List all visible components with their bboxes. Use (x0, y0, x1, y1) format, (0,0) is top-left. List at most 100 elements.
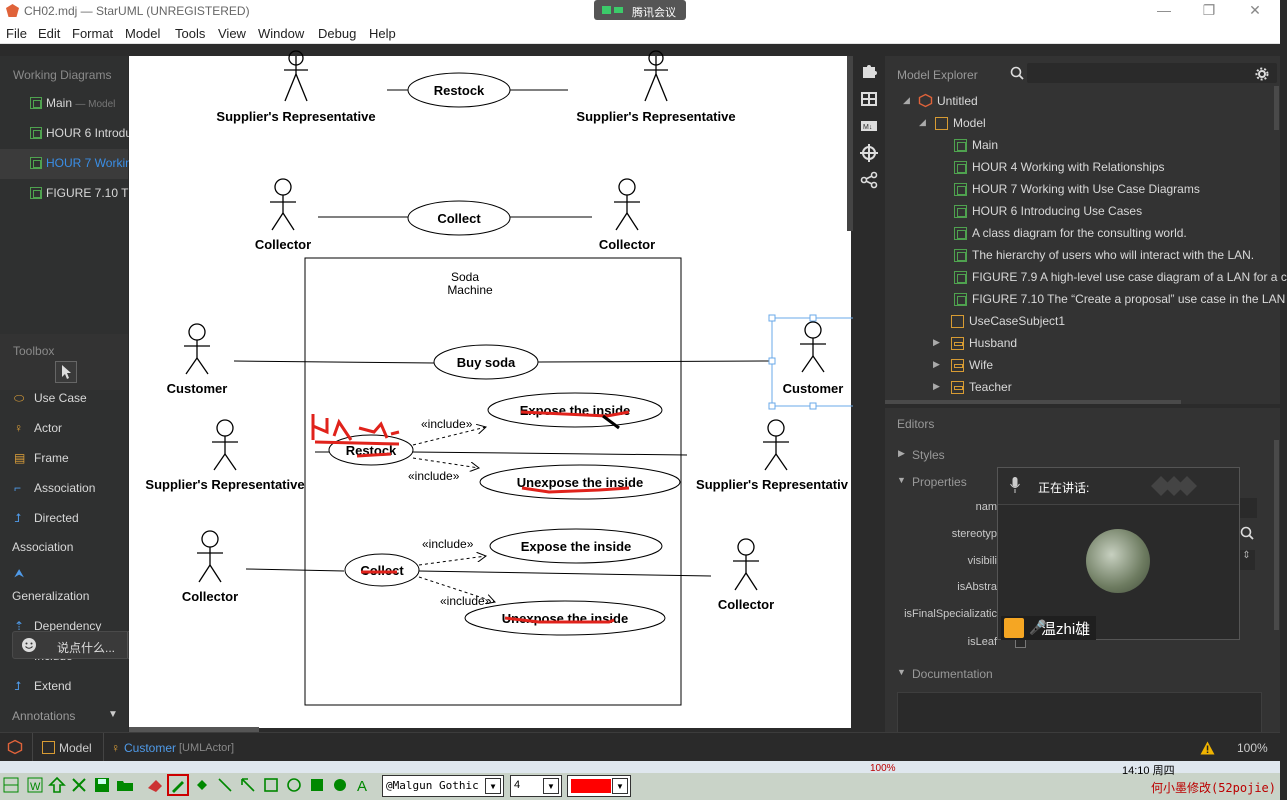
word-icon[interactable]: W (26, 776, 44, 794)
save-icon[interactable] (93, 776, 111, 794)
menu-window[interactable]: Window (258, 26, 305, 41)
fill-icon[interactable] (193, 776, 211, 794)
grid-icon[interactable] (2, 776, 20, 794)
tree-item-diagram[interactable]: The hierarchy of users who will interact… (954, 248, 1254, 262)
documentation-section[interactable]: Documentation (912, 667, 993, 681)
chevron-right-icon[interactable]: ▶ (933, 359, 940, 369)
visibility-select-arrow[interactable]: ⇕ (1238, 550, 1255, 570)
chevron-right-icon[interactable]: ▶ (898, 448, 905, 458)
tree-item-class[interactable]: ▶Teacher (933, 380, 1012, 394)
menu-format[interactable]: Format (72, 26, 114, 41)
working-diagram-item[interactable]: HOUR 6 Introdu (0, 119, 132, 149)
meeting-overlay[interactable]: 正在讲话: 🎤 温zhi雄 (997, 467, 1240, 640)
working-diagram-item[interactable]: Main — Model (0, 89, 128, 119)
share-icon[interactable] (860, 171, 878, 189)
meeting-badge[interactable]: 腾讯会议 (594, 0, 686, 20)
working-diagram-item-active[interactable]: HOUR 7 Workin (0, 149, 132, 179)
text-tool-icon[interactable]: A (354, 776, 372, 795)
arrow-up-icon[interactable] (48, 776, 66, 794)
menu-debug[interactable]: Debug (318, 26, 357, 41)
rectangle-tool-icon[interactable] (262, 776, 280, 794)
chevron-down-icon[interactable]: ▼ (897, 667, 906, 677)
actor-figure-selected[interactable] (800, 321, 826, 373)
status-model[interactable]: Model (59, 741, 92, 755)
properties-section[interactable]: Properties (912, 475, 967, 489)
line-tool-icon[interactable] (216, 776, 234, 794)
pen-icon[interactable] (167, 774, 189, 796)
actor-figure[interactable] (614, 178, 640, 231)
chevron-down-icon[interactable]: ▼ (543, 778, 559, 794)
usecase-ellipse[interactable] (407, 200, 511, 236)
tree-item-diagram[interactable]: FIGURE 7.9 A high-level use case diagram… (954, 270, 1287, 284)
chevron-down-icon[interactable]: ◢ (919, 117, 926, 127)
puzzle-icon[interactable] (860, 62, 878, 80)
markdown-icon[interactable]: M↓ (860, 117, 878, 135)
chevron-down-icon[interactable]: ▼ (612, 778, 628, 794)
actor-figure[interactable] (197, 530, 223, 583)
menu-tools[interactable]: Tools (175, 26, 206, 41)
color-select[interactable]: ▼ (567, 775, 631, 797)
eraser-icon[interactable] (146, 776, 164, 794)
close-button[interactable]: ✕ (1249, 2, 1261, 18)
tree-item-diagram[interactable]: HOUR 7 Working with Use Case Diagrams (954, 182, 1200, 196)
actor-figure[interactable] (284, 50, 308, 102)
explorer-horizontal-scrollbar[interactable] (885, 400, 1181, 404)
tree-item-model[interactable]: ◢ Model (919, 116, 986, 130)
gear-icon[interactable] (1255, 67, 1269, 81)
menu-help[interactable]: Help (369, 26, 396, 41)
usecase-ellipse[interactable] (487, 392, 663, 428)
navigate-icon[interactable] (860, 144, 878, 162)
font-select[interactable]: @Malgun Gothic▼ (382, 775, 504, 797)
tree-item-diagram[interactable]: A class diagram for the consulting world… (954, 226, 1187, 240)
documentation-textarea[interactable] (897, 692, 1262, 734)
pointer-tool-icon[interactable] (55, 361, 77, 383)
chevron-down-icon[interactable]: ▼ (485, 778, 501, 794)
tree-item-diagram[interactable]: HOUR 4 Working with Relationships (954, 160, 1165, 174)
tree-item-diagram[interactable]: HOUR 6 Introducing Use Cases (954, 204, 1142, 218)
canvas-vertical-scrollbar[interactable] (847, 56, 853, 231)
menu-model[interactable]: Model (125, 26, 161, 41)
chevron-right-icon[interactable]: ▶ (933, 381, 940, 391)
system-boundary[interactable] (304, 257, 682, 706)
actor-figure[interactable] (644, 50, 668, 102)
actor-figure[interactable] (184, 323, 210, 375)
status-selected[interactable]: Customer (124, 741, 177, 755)
actor-figure[interactable] (763, 419, 789, 471)
chevron-right-icon[interactable]: ▶ (933, 337, 940, 347)
tree-item-class[interactable]: ▶Wife (933, 358, 993, 372)
explorer-search-input[interactable] (1027, 63, 1277, 83)
tree-item-project[interactable]: ◢ Untitled (903, 93, 978, 108)
ellipse-tool-icon[interactable] (285, 776, 303, 794)
close-icon[interactable] (70, 776, 88, 794)
chat-input[interactable]: 说点什么... ‹ (12, 631, 152, 659)
search-icon[interactable] (1010, 66, 1024, 80)
restore-button[interactable]: ❐ (1202, 2, 1216, 18)
explorer-vertical-scrollbar[interactable] (1274, 86, 1279, 130)
actor-figure[interactable] (733, 538, 759, 591)
menu-view[interactable]: View (218, 26, 246, 41)
tree-item-class[interactable]: ▶Husband (933, 336, 1018, 350)
editors-scrollbar[interactable] (1274, 440, 1279, 630)
usecase-ellipse[interactable] (344, 553, 420, 587)
search-icon[interactable] (1240, 526, 1254, 540)
chevron-down-icon[interactable]: ◢ (903, 95, 910, 105)
menu-edit[interactable]: Edit (38, 26, 61, 41)
folder-icon[interactable] (116, 776, 134, 794)
actor-figure[interactable] (212, 419, 238, 471)
working-diagram-item[interactable]: FIGURE 7.10 Th (0, 179, 135, 209)
layout-icon[interactable] (860, 90, 878, 108)
canvas-horizontal-scrollbar[interactable] (129, 727, 259, 732)
arrow-tool-icon[interactable] (239, 776, 257, 794)
minimize-button[interactable]: — (1157, 2, 1171, 18)
usecase-ellipse[interactable] (464, 600, 666, 636)
filled-rectangle-icon[interactable] (308, 776, 326, 794)
tree-item-subject[interactable]: UseCaseSubject1 (951, 314, 1065, 328)
tree-item-diagram[interactable]: Main (954, 138, 998, 152)
name-field-end[interactable] (1240, 498, 1257, 518)
filled-circle-icon[interactable] (331, 776, 349, 794)
tree-item-diagram[interactable]: FIGURE 7.10 The “Create a proposal” use … (954, 292, 1285, 306)
size-select[interactable]: 4▼ (510, 775, 562, 797)
diagram-canvas[interactable]: Supplier's Representative Restock Suppli… (129, 50, 855, 728)
actor-figure[interactable] (270, 178, 296, 231)
status-zoom[interactable]: 100% (1237, 741, 1268, 755)
